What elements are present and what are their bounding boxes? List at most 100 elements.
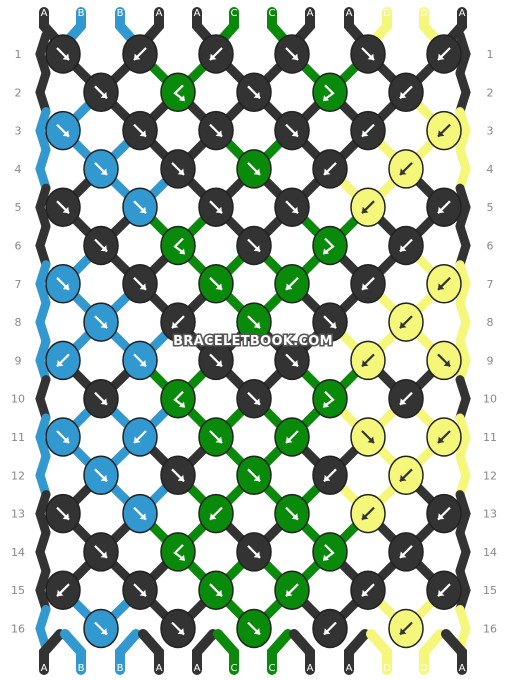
edge-thread — [455, 336, 471, 384]
edge-thread — [35, 68, 51, 116]
strand-letter-top: B — [117, 8, 124, 19]
edge-thread — [455, 68, 471, 116]
knot-arrow-head — [139, 360, 146, 367]
knot — [45, 493, 81, 534]
knot-arrow-head — [179, 248, 185, 255]
strand-letter-top: A — [459, 8, 466, 19]
knot-arrow-head — [324, 474, 331, 482]
knot — [426, 570, 462, 610]
knot-arrow-head — [215, 436, 222, 443]
knot — [198, 340, 234, 381]
knot — [274, 34, 310, 74]
knot-body — [160, 532, 196, 572]
knot-arrow-head — [215, 283, 222, 290]
knot — [160, 149, 196, 189]
knot-arrow-head — [323, 95, 329, 102]
knot-arrow-head — [438, 206, 445, 214]
row-number-right: 6 — [487, 240, 494, 253]
knot — [122, 493, 158, 534]
strand-letter-top: C — [269, 8, 276, 19]
knot-arrow-line — [324, 84, 335, 101]
knot — [160, 608, 196, 649]
knot-arrow-head — [179, 554, 185, 561]
edge-thread — [35, 107, 51, 155]
knot-arrow-head — [100, 245, 107, 252]
knot-arrow-head — [177, 474, 184, 482]
knot — [350, 493, 386, 534]
strand-tail-bottom — [289, 629, 315, 675]
knot — [312, 608, 348, 649]
row-number-right: 10 — [483, 393, 497, 406]
strand-letter-top: A — [194, 8, 201, 19]
edge-thread — [455, 107, 471, 155]
row-number-right: 1 — [487, 48, 494, 61]
row-number-right: 8 — [487, 316, 494, 329]
strand-tail-bottom — [344, 629, 370, 675]
knot — [45, 34, 81, 74]
row-number-left: 3 — [15, 125, 22, 138]
knot — [83, 455, 119, 496]
knot-arrow-head — [139, 589, 146, 597]
knot — [45, 264, 81, 304]
row-number-left: 6 — [15, 240, 22, 253]
knot-arrow-head — [362, 513, 369, 520]
knot — [274, 264, 310, 304]
knot-arrow-head — [100, 551, 107, 558]
knot-arrow-head — [100, 168, 107, 175]
knot — [388, 149, 424, 189]
knot-arrow-head — [177, 168, 184, 175]
knot — [312, 378, 348, 419]
knot-arrow-line — [173, 544, 184, 560]
knot — [350, 417, 386, 457]
edge-thread — [455, 145, 471, 193]
strand-letter-top: A — [156, 8, 163, 19]
knot — [312, 532, 348, 572]
knot-arrow-head — [172, 321, 179, 329]
strand-tail-bottom — [138, 629, 164, 675]
strand-tail-bottom — [213, 629, 239, 675]
knot-arrow-head — [253, 474, 260, 482]
knot — [236, 378, 272, 419]
knot-arrow-head — [215, 130, 222, 137]
knot — [388, 378, 424, 419]
edge-thread — [35, 336, 51, 384]
knot-arrow-head — [100, 91, 107, 99]
strand-letter-bottom: D — [383, 663, 391, 674]
knot — [388, 455, 424, 496]
knot — [426, 110, 462, 151]
edge-thread — [455, 260, 471, 308]
knot — [198, 493, 234, 534]
knot — [122, 187, 158, 227]
knot — [312, 455, 348, 496]
row-number-right: 4 — [487, 163, 494, 176]
knot — [426, 34, 462, 74]
knot-arrow-line — [173, 390, 184, 407]
row-number-left: 8 — [15, 316, 22, 329]
knot — [350, 264, 386, 304]
knot-arrow-head — [139, 283, 146, 290]
knot-body — [312, 72, 348, 113]
knot — [122, 340, 158, 381]
knot — [426, 340, 462, 381]
row-number-right: 16 — [483, 623, 497, 636]
knot — [274, 110, 310, 151]
strand-letter-bottom: B — [78, 663, 85, 674]
knot — [198, 34, 234, 74]
strand-letter-bottom: A — [459, 663, 466, 674]
knot — [45, 187, 81, 227]
strand-letter-top: A — [346, 8, 353, 19]
knot — [236, 608, 272, 649]
knot-arrow-head — [253, 91, 260, 99]
strand-letter-bottom: A — [307, 663, 314, 674]
strand-tail-bottom — [115, 629, 141, 675]
knot — [312, 149, 348, 189]
knot-arrow-head — [291, 513, 298, 520]
knot — [274, 570, 310, 610]
knot — [388, 608, 424, 649]
edge-thread — [35, 30, 51, 78]
knot-arrow-head — [438, 513, 445, 520]
row-number-left: 14 — [11, 546, 25, 559]
knot — [160, 72, 196, 113]
